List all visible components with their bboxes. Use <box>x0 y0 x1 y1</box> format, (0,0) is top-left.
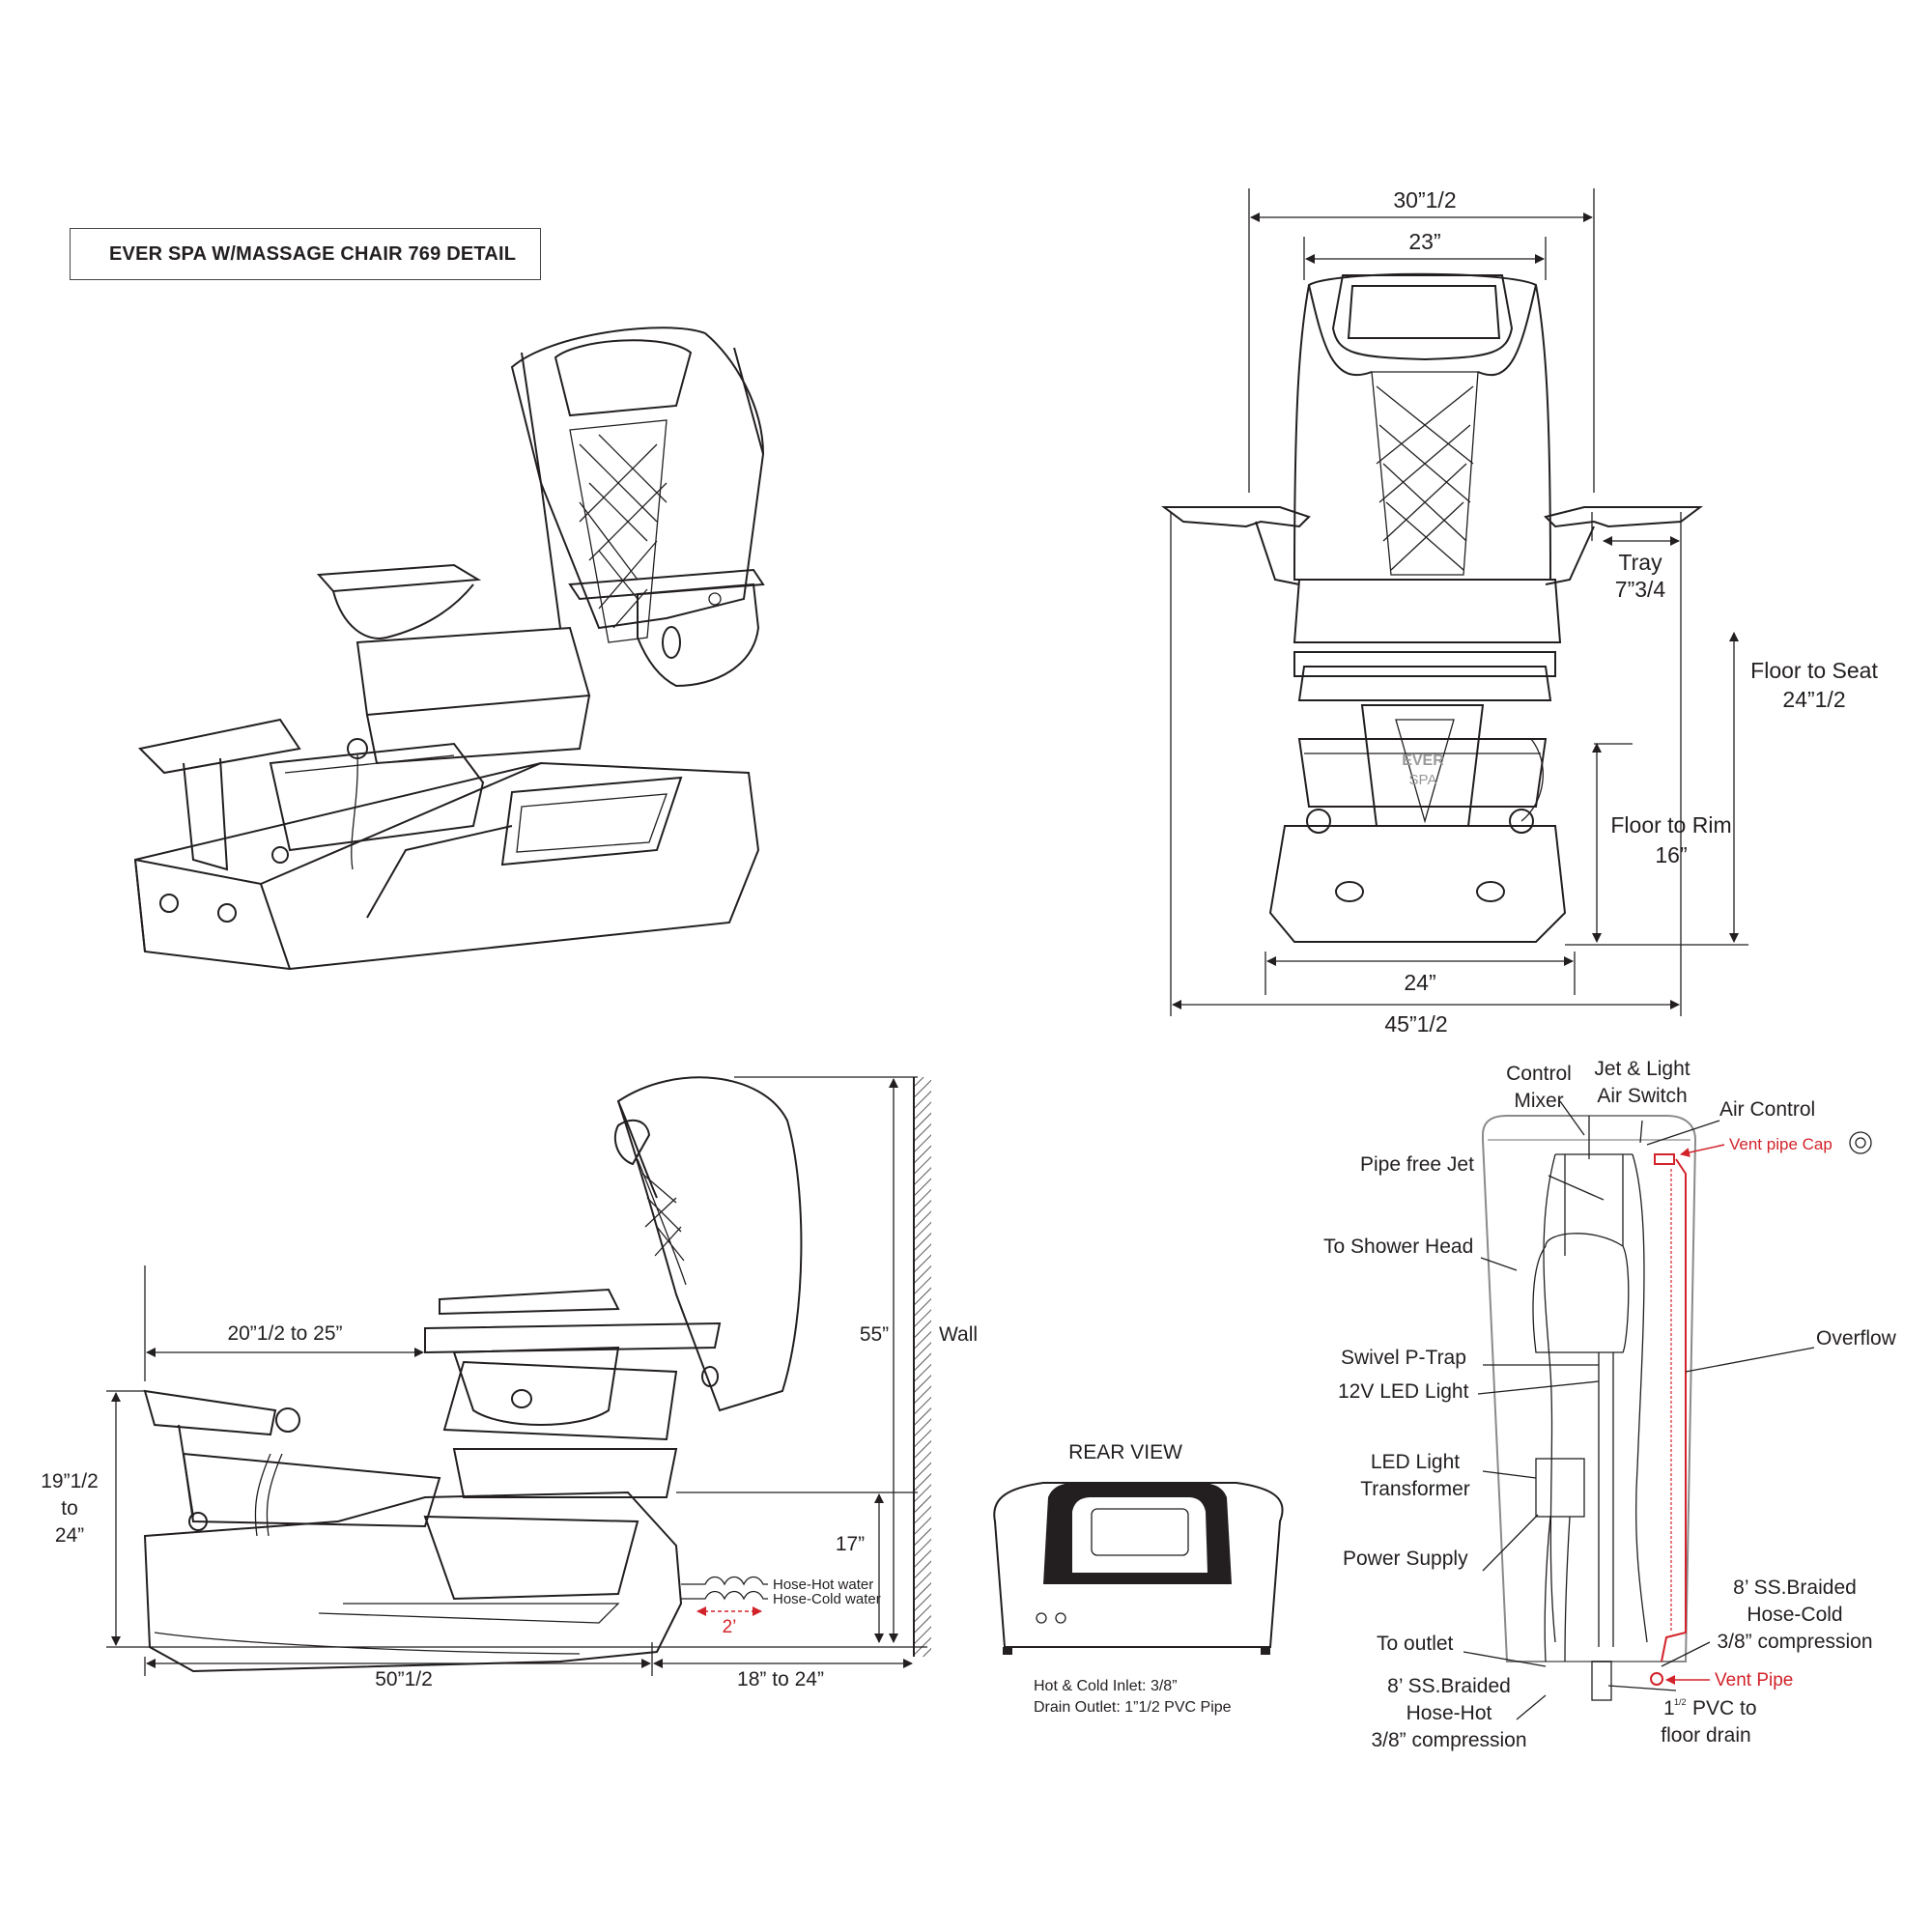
rear-inlet-note: Hot & Cold Inlet: 3/8” <box>1034 1678 1178 1694</box>
label-transformer-2: Transformer <box>1360 1478 1470 1500</box>
label-air-control: Air Control <box>1719 1098 1815 1121</box>
label-p-trap: Swivel P-Trap <box>1341 1347 1466 1369</box>
label-vent-pipe: Vent Pipe <box>1715 1670 1793 1690</box>
front-chair-drawing: EVER SPA <box>1161 272 1703 943</box>
label-control-mixer-2: Mixer <box>1514 1090 1563 1112</box>
label-control-mixer-1: Control <box>1506 1063 1572 1085</box>
dim-seat-height: 17” <box>836 1533 865 1555</box>
label-pipe-free-jet: Pipe free Jet <box>1360 1153 1474 1176</box>
front-dimensions <box>1170 188 1748 1016</box>
label-cold-hose-1: 8’ SS.Braided <box>1733 1577 1857 1599</box>
dim-floor-to-seat-value: 24”1/2 <box>1782 687 1845 712</box>
wall-label: Wall <box>939 1323 978 1346</box>
label-transformer-1: LED Light <box>1371 1451 1460 1473</box>
hose-length-label: 2’ <box>723 1617 737 1637</box>
dim-overall-top-width: 30”1/2 <box>1393 187 1456 213</box>
perspective-chair-drawing <box>133 327 765 971</box>
rear-view-drawing <box>993 1482 1284 1655</box>
plumbing-diagram <box>1463 1100 1872 1720</box>
side-chair-drawing <box>143 1076 803 1673</box>
side-dimensions <box>106 1076 931 1676</box>
label-pvc-sup: 1/2 <box>1674 1697 1687 1707</box>
label-cold-hose-3: 3/8” compression <box>1717 1631 1872 1653</box>
dim-footrest-height-2: to <box>61 1497 78 1520</box>
rear-outlet-note: Drain Outlet: 1”1/2 PVC Pipe <box>1034 1699 1232 1716</box>
dim-footrest-reach: 20”1/2 to 25” <box>227 1322 342 1345</box>
hose-cold-label: Hose-Cold water <box>773 1591 881 1607</box>
label-jet-switch-1: Jet & Light <box>1594 1058 1690 1080</box>
label-pvc-1: 1 <box>1663 1697 1675 1719</box>
label-pvc-3: floor drain <box>1661 1724 1750 1747</box>
dim-floor-to-seat-label: Floor to Seat <box>1750 658 1878 683</box>
dim-tray-label: Tray <box>1618 550 1662 575</box>
label-overflow: Overflow <box>1816 1327 1897 1350</box>
dim-floor-to-rim-value: 16” <box>1655 842 1687 867</box>
label-to-outlet: To outlet <box>1377 1633 1454 1655</box>
label-vent-cap: Vent pipe Cap <box>1729 1135 1833 1153</box>
label-shower-head: To Shower Head <box>1323 1236 1473 1258</box>
label-hot-hose-2: Hose-Hot <box>1406 1702 1492 1724</box>
label-power-supply: Power Supply <box>1343 1548 1468 1570</box>
dim-tray-value: 7”3/4 <box>1615 577 1666 602</box>
dim-wall-clearance: 18” to 24” <box>737 1668 824 1690</box>
dim-footrest-height-3: 24” <box>55 1524 84 1547</box>
label-cold-hose-2: Hose-Cold <box>1747 1604 1842 1626</box>
hose-hot-label: Hose-Hot water <box>773 1577 873 1593</box>
dim-total-height: 55” <box>860 1323 889 1346</box>
ever-logo-top: EVER <box>1402 753 1444 769</box>
dim-back-width: 23” <box>1408 229 1440 254</box>
label-hot-hose-1: 8’ SS.Braided <box>1387 1675 1511 1697</box>
rear-view-title: REAR VIEW <box>1068 1441 1182 1463</box>
label-pvc-2: PVC to <box>1692 1697 1757 1719</box>
dim-floor-to-rim-label: Floor to Rim <box>1610 812 1731 838</box>
diagram-title: EVER SPA W/MASSAGE CHAIR 769 DETAIL <box>70 228 541 280</box>
dim-base-width: 24” <box>1404 970 1435 995</box>
label-jet-switch-2: Air Switch <box>1597 1085 1687 1107</box>
label-hot-hose-3: 3/8” compression <box>1371 1729 1526 1751</box>
dim-overall-width: 45”1/2 <box>1384 1011 1447 1037</box>
dim-footrest-height-1: 19”1/2 <box>41 1470 99 1492</box>
ever-logo-bottom: SPA <box>1409 772 1437 788</box>
dim-length: 50”1/2 <box>375 1668 433 1690</box>
label-led-light: 12V LED Light <box>1338 1380 1469 1403</box>
